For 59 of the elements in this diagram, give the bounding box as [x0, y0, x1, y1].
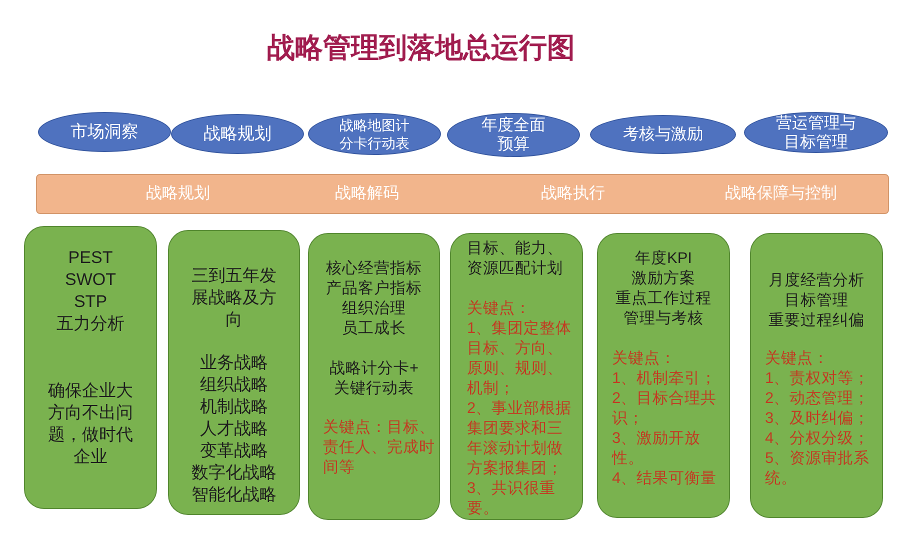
title: 战略管理到落地总运行图 — [267, 31, 575, 65]
phase-label: 战略保障与控制 — [725, 184, 837, 204]
content-panel — [750, 233, 883, 518]
key-point-text: 关键点： — [612, 349, 676, 369]
panel-text: 重点工作过程管理与考核 — [614, 289, 712, 329]
panel-text: STP — [74, 291, 108, 313]
key-point-text: 3、激励开放性。 — [612, 429, 702, 469]
stage-label: 市场洞察 — [70, 122, 138, 142]
panel-text: 核心经营指标 — [326, 259, 422, 279]
key-point-text: 2、动态管理； — [765, 389, 870, 409]
panel-text: 员工成长 — [342, 319, 406, 339]
phase-band — [36, 174, 889, 214]
panel-text: 人才战略 — [200, 418, 268, 440]
key-point-text: 2、事业部根据集团要求和三年滚动计划做方案报集团； — [467, 399, 573, 479]
content-panel — [450, 233, 583, 520]
phase-label: 战略执行 — [541, 184, 605, 204]
panel-text: 组织战略 — [200, 374, 268, 396]
key-point-text: 5、资源审批系统。 — [765, 449, 871, 489]
panel-text: 五力分析 — [56, 313, 124, 335]
panel-text: 目标管理 — [784, 291, 848, 311]
panel-text: 业务战略 — [200, 352, 268, 374]
panel-text: 年度KPI — [635, 249, 692, 269]
key-point-text: 关键点： — [467, 299, 531, 319]
key-point-text: 4、结果可衡量 — [612, 469, 717, 489]
content-panel — [24, 226, 157, 509]
panel-text: 战略计分卡+关键行动表 — [328, 359, 420, 399]
key-point-text: 关键点： — [765, 349, 829, 369]
key-point-text: 3、及时纠偏； — [765, 409, 870, 429]
panel-text: 智能化战略 — [192, 484, 276, 506]
panel-text: SWOT — [65, 269, 116, 291]
panel-text: 重要过程纠偏 — [768, 311, 864, 331]
key-point-text: 4、分权分级； — [765, 429, 870, 449]
panel-text: 数字化战略 — [192, 462, 276, 484]
key-point-text: 2、目标合理共识； — [612, 389, 718, 429]
key-point-text: 关键点：目标、责任人、完成时间等 — [323, 418, 435, 478]
content-panel — [168, 230, 300, 515]
panel-text: 三到五年发展战略及方向 — [190, 265, 278, 331]
panel-text: 机制战略 — [200, 396, 268, 418]
phase-label: 战略规划 — [146, 184, 210, 204]
panel-text: 组织治理 — [342, 299, 406, 319]
stage-label: 战略规划 — [204, 124, 272, 144]
panel-text: 目标、能力、资源匹配计划 — [467, 239, 564, 279]
key-point-text: 1、机制牵引； — [612, 369, 717, 389]
panel-text: 月度经营分析 — [768, 271, 864, 291]
stage-label: 年度全面预算 — [480, 116, 546, 154]
phase-label: 战略解码 — [335, 184, 399, 204]
key-point-text: 1、集团定整体目标、方向、原则、规则、机制； — [467, 319, 573, 399]
key-point-text: 1、责权对等； — [765, 369, 870, 389]
stage-label: 考核与激励 — [623, 125, 703, 144]
panel-text: 激励方案 — [632, 269, 696, 289]
key-point-text: 3、共识很重要。 — [467, 479, 557, 519]
panel-text: PEST — [68, 247, 113, 269]
stage-label: 战略地图计分卡行动表 — [338, 116, 410, 152]
panel-text: 确保企业大方向不出问题，做时代企业 — [47, 380, 134, 468]
content-panel — [597, 233, 730, 518]
panel-text: 变革战略 — [200, 440, 268, 462]
content-panel — [308, 233, 440, 520]
stage-label: 营运管理与目标管理 — [775, 114, 857, 152]
panel-text: 产品客户指标 — [326, 279, 422, 299]
